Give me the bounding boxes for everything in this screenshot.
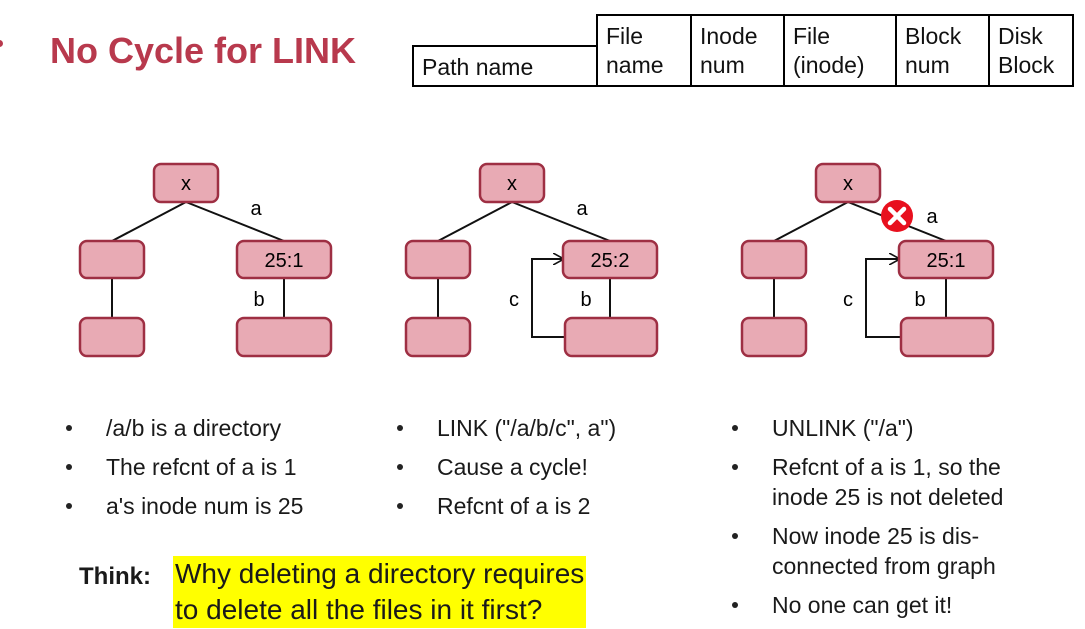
edge-label-a: a <box>926 206 938 228</box>
edge-label-a: a <box>250 198 262 220</box>
inode-node <box>897 239 995 280</box>
inode-node <box>235 239 333 280</box>
list-item: UNLINK ("/a") <box>732 413 1003 443</box>
cycle-link-arrow <box>865 259 901 338</box>
cycle-link-arrow <box>531 259 565 338</box>
edge-label-c: c <box>843 289 853 311</box>
leaf-node <box>78 316 146 358</box>
inode-node-label: 25:2 <box>591 250 630 272</box>
leaf-node <box>899 316 995 358</box>
think-question: Why deleting a directory requires to del… <box>173 556 587 628</box>
edge-label-b: b <box>580 289 591 311</box>
list-item: Now inode 25 is dis- connected from grap… <box>732 521 1003 581</box>
layer-cell-path-name: Path name <box>412 45 598 87</box>
leaf-node <box>563 316 659 358</box>
leaf-node <box>404 316 472 358</box>
root-node-label: x <box>843 173 853 195</box>
edge-label-a: a <box>576 198 588 220</box>
inode-node-label: 25:1 <box>265 250 304 272</box>
layer-label: Block num <box>905 23 962 78</box>
diagram-1: x 25:1 a b <box>78 162 333 358</box>
list-item: Cause a cycle! <box>397 452 616 482</box>
leaf-node <box>740 316 808 358</box>
layer-label: Path name <box>422 54 534 80</box>
list-item: No one can get it! <box>732 590 1003 620</box>
inode-node <box>561 239 659 280</box>
inode-node-label: 25:1 <box>927 250 966 272</box>
diagram-3: x 25:1 a b c <box>740 162 995 358</box>
slide-title: No Cycle for LINK <box>50 30 357 71</box>
layer-cell-disk-block: Disk Block <box>988 14 1074 87</box>
think-question-text: Why deleting a directory requires to del… <box>173 556 587 628</box>
bullet-list-3: UNLINK ("/a") Refcnt of a is 1, so the i… <box>732 413 1003 629</box>
bullet-list-1: /a/b is a directory The refcnt of a is 1… <box>66 413 303 530</box>
list-item: /a/b is a directory <box>66 413 303 443</box>
leaf-node <box>235 316 333 358</box>
dir-node <box>404 239 472 280</box>
layer-label: Disk Block <box>998 23 1055 78</box>
list-item: LINK ("/a/b/c", a") <box>397 413 616 443</box>
edge-label-b: b <box>253 289 264 311</box>
list-item: Refcnt of a is 1, so the inode 25 is not… <box>732 452 1003 512</box>
tree-diagrams: x 25:1 a b x 25:2 a b c x 25:1 <box>78 162 995 358</box>
edge-label-c: c <box>509 289 519 311</box>
root-node <box>152 162 220 204</box>
think-label: Think: <box>79 563 151 590</box>
list-item: The refcnt of a is 1 <box>66 452 303 482</box>
layer-label: File name <box>606 23 664 78</box>
slide-bullet <box>0 40 3 47</box>
root-node <box>814 162 882 204</box>
dir-node <box>78 239 146 280</box>
bullet-list-2: LINK ("/a/b/c", a") Cause a cycle! Refcn… <box>397 413 616 530</box>
layer-cell-block-num: Block num <box>895 14 990 87</box>
diagram-2: x 25:2 a b c <box>404 162 659 358</box>
list-item: a's inode num is 25 <box>66 491 303 521</box>
root-node-label: x <box>181 173 191 195</box>
dir-node <box>740 239 808 280</box>
layer-label: File (inode) <box>793 23 865 78</box>
layer-label: Inode num <box>700 23 758 78</box>
root-node <box>478 162 546 204</box>
close-icon <box>881 200 913 232</box>
layer-cell-file-name: File name <box>596 14 692 87</box>
root-node-label: x <box>507 173 517 195</box>
edge-label-b: b <box>914 289 925 311</box>
layer-cell-inode-num: Inode num <box>690 14 785 87</box>
list-item: Refcnt of a is 2 <box>397 491 616 521</box>
